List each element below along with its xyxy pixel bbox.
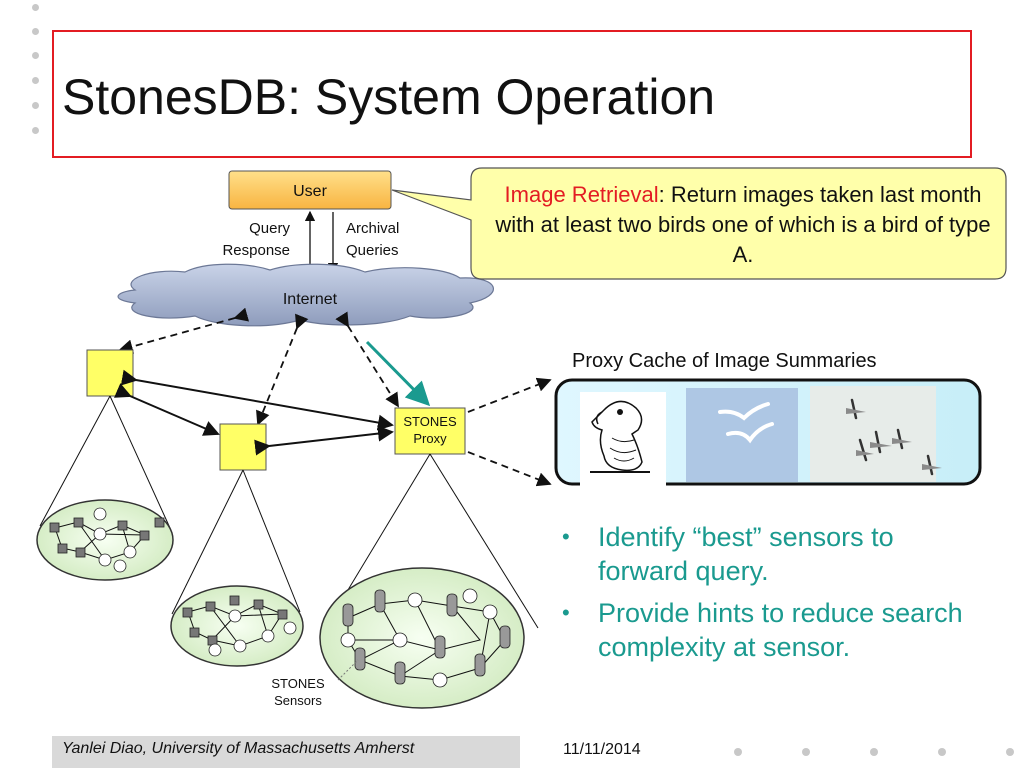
proxy-label-1: STONES: [403, 414, 457, 429]
gulls-image: [686, 388, 798, 482]
archival-label: Archival: [346, 220, 399, 237]
callout-text: Image Retrieval: Return images taken las…: [488, 180, 998, 270]
cache-link-bottom: [467, 451, 552, 487]
internet-cloud: Internet: [117, 263, 494, 327]
slide-title: StonesDB: System Operation: [62, 69, 716, 125]
query-label: Query: [249, 220, 290, 237]
callout-highlight: Image Retrieval: [504, 182, 659, 207]
user-label: User: [293, 183, 327, 200]
fan-line: [39, 395, 111, 527]
bullet-list: • Identify “best” sensors to forward quer…: [562, 520, 972, 672]
title-frame: [52, 30, 972, 158]
query-callout: [391, 167, 1007, 280]
cache-link-top: [467, 377, 552, 413]
bullet-glyph: •: [562, 524, 570, 549]
sensors-pointer: [337, 659, 359, 681]
fan-line: [429, 453, 539, 629]
footer-author: Yanlei Diao, University of Massachusetts…: [52, 736, 520, 768]
decorative-dots-bottom: [734, 748, 1014, 756]
proxy-label-2: Proxy: [413, 431, 447, 446]
stones-proxy-node: STONES Proxy: [394, 407, 466, 455]
node-link-1-proxy: [120, 369, 394, 431]
sensor-cluster-1: [36, 499, 174, 581]
node-link-1-2: [113, 383, 220, 436]
callout-body: : Return images taken last month with at…: [495, 182, 991, 267]
internet-link-1: [118, 307, 250, 354]
proxy-cache-box: [554, 378, 982, 488]
bullet-text: Provide hints to reduce search complexit…: [598, 598, 963, 662]
bullet-item: • Provide hints to reduce search complexi…: [562, 596, 972, 664]
fan-line: [242, 469, 301, 613]
internet-label: Internet: [283, 291, 338, 308]
sensors-label-2: Sensors: [274, 693, 322, 708]
proxy-node-1: [86, 349, 134, 397]
fan-line: [171, 469, 244, 615]
parrot-image: [580, 392, 666, 488]
sensor-cluster-2: [170, 585, 304, 667]
queries-label: Queries: [346, 242, 399, 259]
footer-date: 11/11/2014: [563, 741, 641, 758]
bullet-glyph: •: [562, 600, 570, 625]
proxy-node-2: [219, 423, 267, 471]
node-link-2-proxy: [254, 425, 394, 456]
sensors-label-1: STONES: [271, 676, 325, 691]
sensor-cluster-3: [319, 567, 525, 709]
proxy-cache-caption: Proxy Cache of Image Summaries: [572, 350, 877, 372]
bullet-item: • Identify “best” sensors to forward quer…: [562, 520, 972, 588]
teal-pointer-arrow: [365, 340, 431, 407]
internet-link-2: [256, 313, 309, 426]
bullet-text: Identify “best” sensors to forward query…: [598, 522, 894, 586]
flock-image: [810, 386, 942, 482]
user-node: User: [228, 170, 392, 210]
fan-line: [109, 395, 171, 529]
response-label: Response: [222, 242, 290, 259]
